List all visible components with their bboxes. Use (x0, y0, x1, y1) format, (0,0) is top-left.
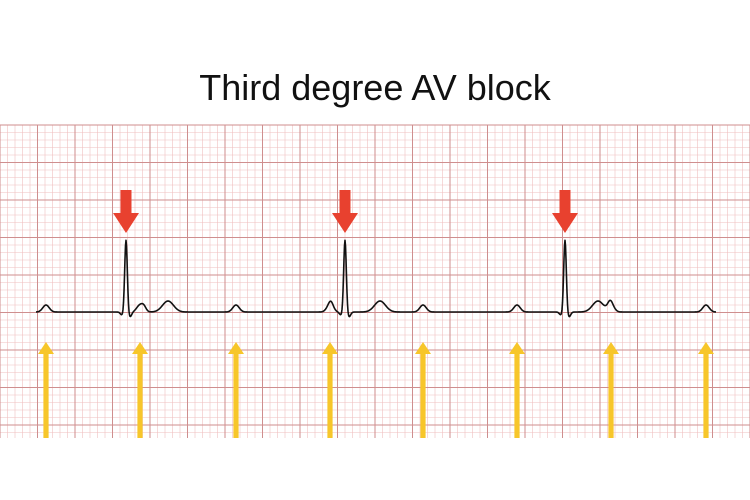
qrs-arrow-icon (113, 190, 139, 233)
p-wave-arrow-icon (322, 342, 338, 438)
ecg-grid (0, 124, 750, 438)
p-wave-markers (38, 342, 714, 438)
p-wave-arrow-icon (132, 342, 148, 438)
qrs-arrow-icon (552, 190, 578, 233)
ecg-trace (35, 239, 717, 318)
qrs-arrow-icon (332, 190, 358, 233)
p-wave-arrow-icon (415, 342, 431, 438)
qrs-markers (113, 190, 578, 233)
p-wave-arrow-icon (698, 342, 714, 438)
p-wave-arrow-icon (228, 342, 244, 438)
p-wave-arrow-icon (509, 342, 525, 438)
p-wave-arrow-icon (38, 342, 54, 438)
diagram-title: Third degree AV block (199, 67, 551, 108)
p-wave-arrow-icon (603, 342, 619, 438)
